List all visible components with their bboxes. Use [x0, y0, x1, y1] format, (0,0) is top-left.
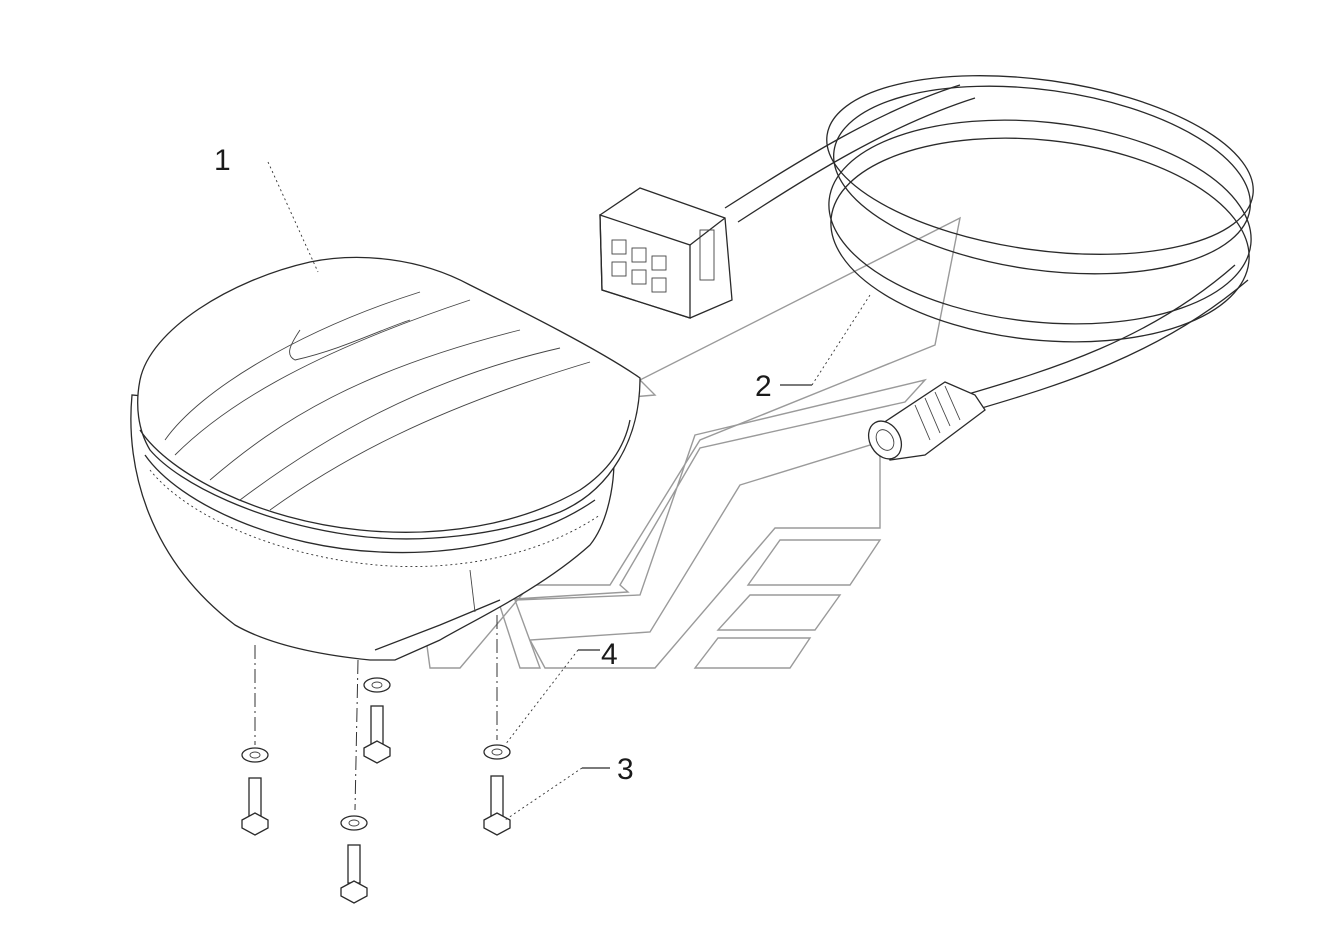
screw-left — [241, 747, 269, 836]
callout-3: 3 — [617, 753, 634, 786]
assembly-center-lines — [254, 615, 498, 811]
round-connector — [867, 381, 986, 461]
screw-center — [340, 815, 368, 904]
cable-harness — [599, 75, 1254, 461]
callout-4: 4 — [601, 638, 618, 671]
multi-pin-connector — [599, 187, 733, 319]
screw-right — [483, 744, 511, 836]
callout-2: 2 — [755, 370, 772, 403]
screw-back — [363, 677, 391, 764]
receiver-housing — [130, 161, 641, 661]
screw-set — [241, 649, 610, 904]
callout-1: 1 — [214, 144, 231, 177]
